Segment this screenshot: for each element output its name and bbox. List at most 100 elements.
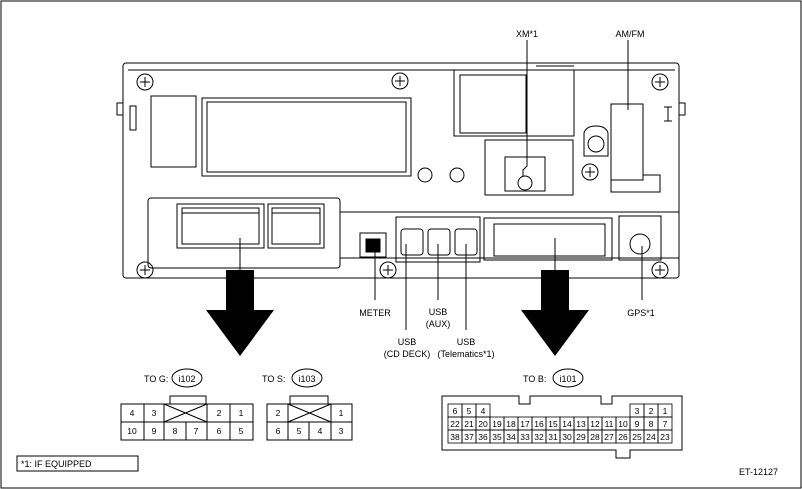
pin-b-29: 29 bbox=[576, 432, 586, 442]
usb-cd-label-1: USB bbox=[398, 337, 417, 347]
connector-b-code-oval bbox=[552, 368, 584, 388]
gps-label: GPS*1 bbox=[627, 308, 655, 318]
gps-connector bbox=[618, 215, 662, 261]
connector-g-port bbox=[176, 203, 265, 249]
pin-b-28: 28 bbox=[590, 432, 600, 442]
pin-g-10: 10 bbox=[127, 426, 137, 436]
pin-b-35: 35 bbox=[492, 432, 502, 442]
connector-s-diagram: TO S: i103 2 1 6 5 4 3 bbox=[262, 368, 353, 441]
display-window bbox=[201, 97, 412, 177]
leader-lines bbox=[374, 40, 643, 330]
pin-b-30: 30 bbox=[562, 432, 572, 442]
pin-b-37: 37 bbox=[464, 432, 474, 442]
usb-cd-label-2: (CD DECK) bbox=[384, 349, 431, 359]
pin-s-2: 2 bbox=[276, 408, 281, 418]
pin-s-1: 1 bbox=[339, 408, 344, 418]
pin-b-24: 24 bbox=[646, 432, 656, 442]
usb-cd-port bbox=[400, 228, 424, 256]
figure-id: ET-12127 bbox=[739, 467, 778, 477]
pin-s-5: 5 bbox=[297, 426, 302, 436]
pin-b-3: 3 bbox=[635, 406, 640, 416]
pin-g-3: 3 bbox=[152, 408, 157, 418]
pin-b-21: 21 bbox=[464, 419, 474, 429]
arrow-to-b bbox=[521, 238, 589, 356]
pin-g-1: 1 bbox=[239, 408, 244, 418]
amfm-connector bbox=[610, 103, 644, 181]
usb-aux-label-1: USB bbox=[429, 307, 448, 317]
pin-g-9: 9 bbox=[152, 426, 157, 436]
pin-b-2: 2 bbox=[649, 406, 654, 416]
xm-label: XM*1 bbox=[516, 29, 538, 39]
connector-b-code: i101 bbox=[559, 374, 576, 384]
pin-b-6: 6 bbox=[453, 406, 458, 416]
pin-b-14: 14 bbox=[562, 419, 572, 429]
pin-b-33: 33 bbox=[520, 432, 530, 442]
audio-unit-rear-view bbox=[116, 62, 686, 279]
pin-b-4: 4 bbox=[481, 406, 486, 416]
connector-b-cells bbox=[447, 403, 673, 444]
usb-aux-label-2: (AUX) bbox=[426, 319, 451, 329]
screw-heads bbox=[136, 72, 669, 279]
usb-tel-label-2: (Telematics*1) bbox=[437, 349, 494, 359]
pin-g-8: 8 bbox=[173, 426, 178, 436]
connector-s-prefix: TO S: bbox=[262, 374, 285, 384]
pin-b-31: 31 bbox=[548, 432, 558, 442]
connector-s-port bbox=[267, 203, 325, 249]
pin-g-5: 5 bbox=[239, 426, 244, 436]
pin-b-15: 15 bbox=[548, 419, 558, 429]
pin-g-4: 4 bbox=[130, 408, 135, 418]
pin-b-38: 38 bbox=[450, 432, 460, 442]
pin-b-36: 36 bbox=[478, 432, 488, 442]
usb-tel-label-1: USB bbox=[457, 337, 476, 347]
xm-connector bbox=[504, 156, 546, 192]
meter-connector bbox=[359, 232, 387, 258]
pin-b-1: 1 bbox=[663, 406, 668, 416]
connector-b-prefix: TO B: bbox=[523, 374, 546, 384]
meter-label: METER bbox=[359, 308, 391, 318]
pin-b-22: 22 bbox=[450, 419, 460, 429]
unit-outline bbox=[122, 62, 680, 279]
note-text: *1: IF EQUIPPED bbox=[21, 459, 92, 469]
connector-g-code: i102 bbox=[178, 374, 195, 384]
arrow-to-g-s bbox=[206, 238, 274, 356]
pin-b-5: 5 bbox=[467, 406, 472, 416]
pin-b-26: 26 bbox=[618, 432, 628, 442]
pin-b-27: 27 bbox=[604, 432, 614, 442]
pin-g-2: 2 bbox=[217, 408, 222, 418]
pin-b-7: 7 bbox=[663, 419, 668, 429]
pin-b-25: 25 bbox=[632, 432, 642, 442]
pin-b-13: 13 bbox=[576, 419, 586, 429]
connector-s-code-oval bbox=[291, 368, 323, 388]
connector-b-port bbox=[483, 217, 613, 261]
pin-g-6: 6 bbox=[217, 426, 222, 436]
pin-b-20: 20 bbox=[478, 419, 488, 429]
pin-b-18: 18 bbox=[506, 419, 516, 429]
pin-b-10: 10 bbox=[618, 419, 628, 429]
pin-b-32: 32 bbox=[534, 432, 544, 442]
connector-b-housing bbox=[441, 395, 683, 459]
pin-b-8: 8 bbox=[649, 419, 654, 429]
connector-g-code-oval bbox=[171, 368, 203, 388]
pin-b-19: 19 bbox=[492, 419, 502, 429]
connector-g-prefix: TO G: bbox=[144, 374, 168, 384]
pin-b-23: 23 bbox=[660, 432, 670, 442]
pin-s-4: 4 bbox=[318, 426, 323, 436]
usb-aux-port bbox=[427, 228, 451, 256]
note-box bbox=[16, 455, 139, 472]
connector-g-diagram: TO G: i102 4 3 2 1 10 9 8 7 6 5 bbox=[120, 368, 254, 441]
pin-b-11: 11 bbox=[605, 419, 614, 429]
pin-b-9: 9 bbox=[635, 419, 640, 429]
pin-g-7: 7 bbox=[194, 426, 199, 436]
connector-s-code: i103 bbox=[298, 374, 315, 384]
pin-s-3: 3 bbox=[339, 426, 344, 436]
pin-b-17: 17 bbox=[520, 419, 530, 429]
pin-b-34: 34 bbox=[506, 432, 516, 442]
cell-23 bbox=[657, 429, 673, 444]
amfm-label: AM/FM bbox=[616, 29, 645, 39]
pin-b-16: 16 bbox=[534, 419, 544, 429]
